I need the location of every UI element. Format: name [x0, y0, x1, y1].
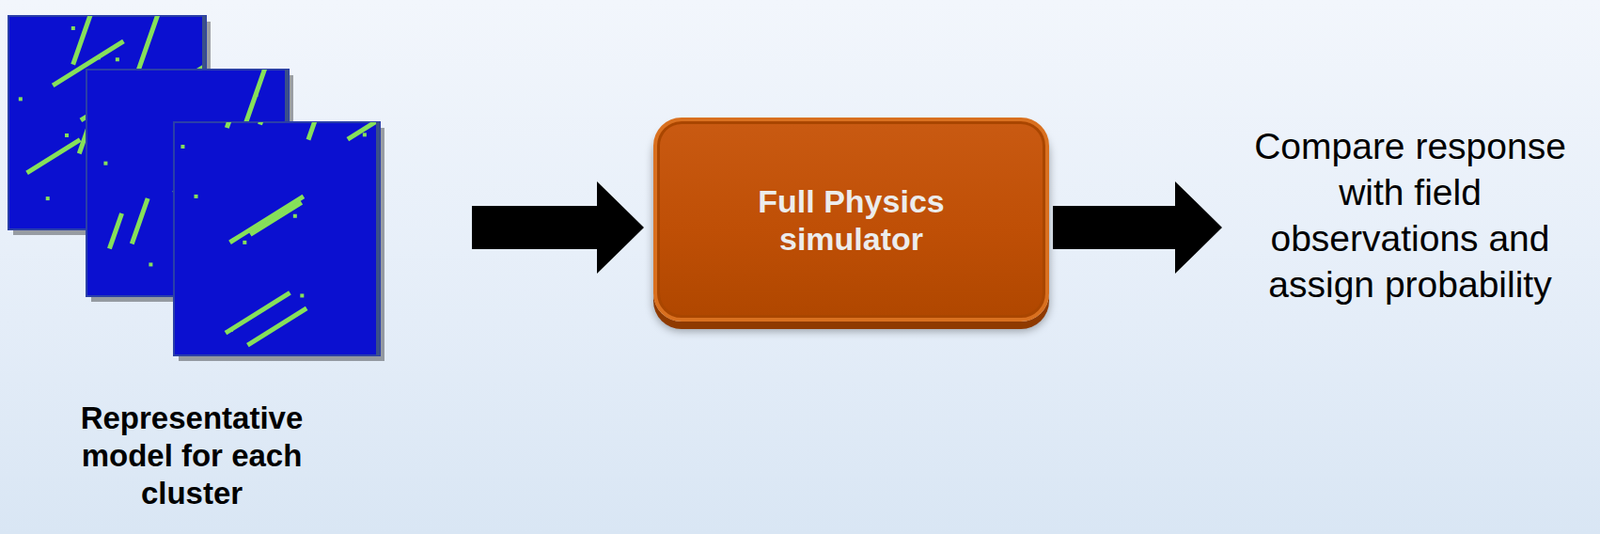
fracture-streak: [138, 15, 171, 70]
fracture-streak: [349, 122, 377, 139]
tile-face: [173, 122, 380, 356]
fracture-streaks: [180, 122, 377, 345]
fracture-dot: [253, 93, 258, 97]
fracture-dot: [64, 133, 69, 138]
fracture-dot: [180, 144, 185, 149]
fracture-dot: [46, 196, 50, 201]
fracture-streak: [232, 197, 302, 241]
simulator-box: Full Physics simulator: [653, 117, 1050, 322]
fracture-streak: [251, 203, 299, 234]
fracture-dot: [362, 132, 367, 137]
fracture-dot: [115, 57, 120, 62]
fracture-dot: [299, 293, 304, 298]
fracture-dot: [193, 194, 198, 199]
fracture-dot: [148, 262, 153, 267]
fracture-dot: [229, 328, 234, 332]
comparison-step: Compare response with field observations…: [1231, 116, 1589, 314]
fracture-streak: [132, 200, 147, 242]
block-arrow: [471, 181, 644, 274]
fracture-streak: [309, 122, 333, 138]
step-text: Compare response with field observations…: [1235, 123, 1585, 308]
box-label: Full Physics simulator: [734, 182, 970, 258]
fracture-streak: [227, 294, 288, 332]
fracture-dot: [18, 96, 23, 101]
fracture-dot: [71, 26, 76, 31]
fracture-streak: [29, 141, 79, 173]
block-arrow: [1052, 181, 1223, 274]
fracture-streak: [260, 122, 280, 124]
tile-edge: [376, 122, 380, 356]
fracture-streak: [227, 122, 241, 126]
fracture-dot: [293, 214, 298, 219]
fracture-streak: [109, 215, 121, 247]
fracture-dot: [103, 161, 108, 166]
model-tile: [173, 68, 398, 361]
caption-text: Representative model for each cluster: [55, 399, 329, 513]
fracture-dot: [96, 55, 101, 60]
cluster-models: Representative model for each cluster: [7, 9, 469, 527]
fracture-dot: [242, 240, 247, 245]
